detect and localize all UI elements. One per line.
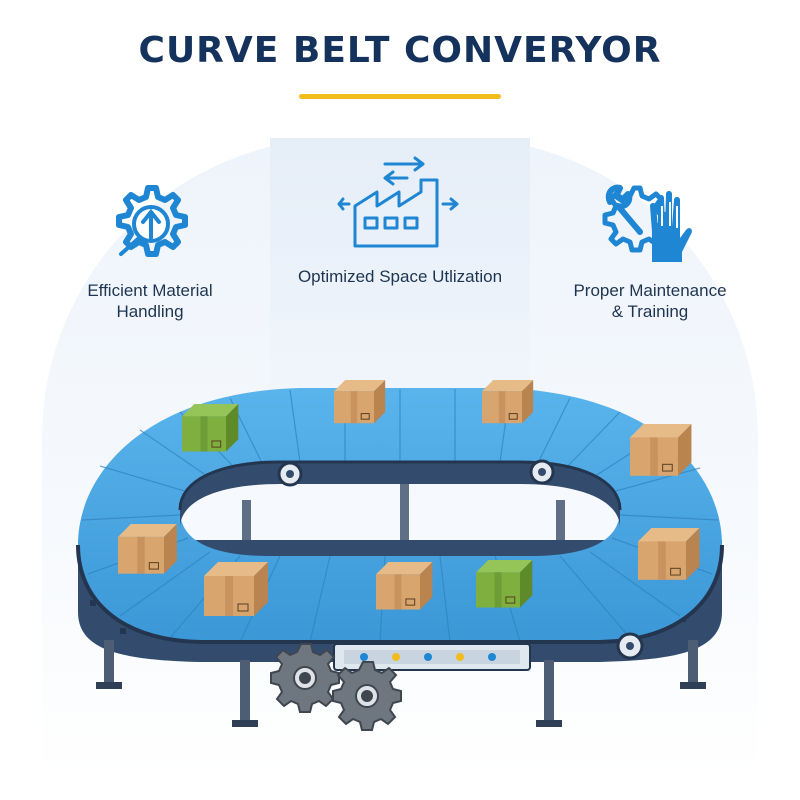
feature-optimized-space: Optimized Space Utlization <box>270 152 530 287</box>
title-underline <box>299 94 501 99</box>
side-pulleys <box>616 632 644 660</box>
feature-label-line2: & Training <box>611 302 689 321</box>
feature-label-line1: Proper Maintenance <box>573 281 727 300</box>
control-panel <box>333 643 531 671</box>
feature-efficient-handling: Efficient Material Handling <box>60 178 240 322</box>
conveyor-legs-front <box>96 640 706 727</box>
gear-arrow-icon <box>116 185 188 257</box>
cardboard-box <box>630 424 692 476</box>
drive-gears <box>270 643 402 731</box>
inner-pulleys <box>277 459 555 487</box>
panel-light <box>360 653 368 661</box>
feature-maintenance-training: Proper Maintenance & Training <box>550 176 750 322</box>
cardboard-box <box>638 528 700 580</box>
conveyor-outer-rim <box>76 544 724 644</box>
cardboard-box <box>376 562 433 610</box>
feature-label-line1: Efficient Material <box>87 281 213 300</box>
cardboard-box <box>204 562 268 616</box>
wrench-glove-gear-icon <box>602 184 692 262</box>
panel-light <box>424 653 432 661</box>
cardboard-box <box>118 524 177 574</box>
feature-label-line1: Optimized Space Utlization <box>297 267 503 286</box>
green-box <box>476 560 533 608</box>
panel-light <box>392 653 400 661</box>
page-title: CURVE BELT CONVERYOR <box>138 30 662 71</box>
panel-light <box>456 653 464 661</box>
cardboard-box <box>482 380 534 424</box>
conveyor-boxes <box>118 380 700 616</box>
panel-light <box>488 653 496 661</box>
cardboard-box <box>334 380 386 424</box>
feature-label-line2: Handling <box>116 302 184 321</box>
green-box <box>182 404 239 452</box>
conveyor-inner-rim <box>178 460 622 511</box>
factory-icon <box>337 156 459 248</box>
